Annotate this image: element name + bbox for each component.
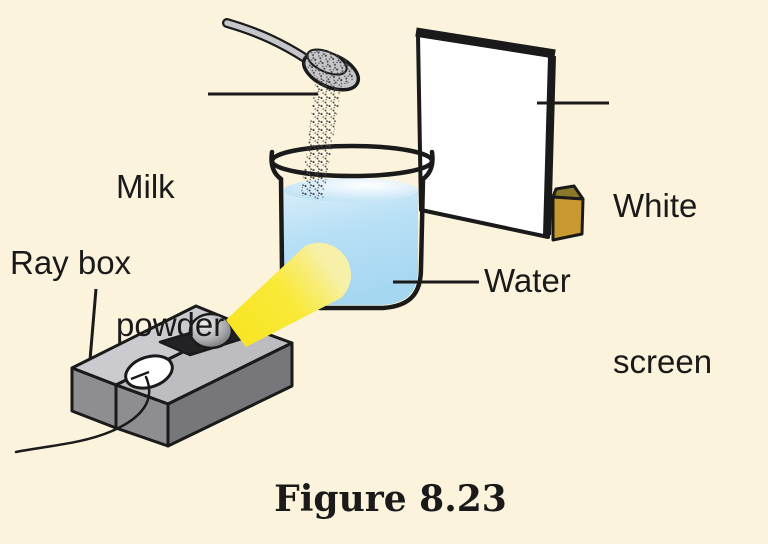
raybox-dial-pointer — [130, 370, 150, 381]
white-screen — [415, 27, 556, 239]
white-screen-label-line1: White — [613, 187, 698, 224]
screen-stand — [551, 184, 585, 242]
spoon-handle — [224, 20, 311, 63]
white-screen-label: White screen — [613, 76, 712, 492]
power-wire — [14, 375, 151, 454]
spoon — [222, 18, 361, 92]
lamp-dome — [188, 312, 234, 350]
leader-lines — [88, 92, 609, 361]
screen-face — [416, 33, 554, 239]
screen-top-edge — [415, 27, 556, 59]
white-screen-label-line2: screen — [613, 343, 713, 380]
screen-right-edge — [543, 55, 556, 236]
water-label: Water — [484, 262, 571, 299]
screen-stand-front — [551, 195, 585, 242]
ray-box-leader-line — [88, 288, 98, 361]
light-beam — [226, 242, 351, 347]
milk-powder-label: Milk powder — [116, 72, 224, 440]
raybox-right-face — [166, 341, 294, 448]
ray-box-label: Ray box — [10, 244, 132, 281]
milk-powder-label-line1: Milk — [116, 168, 175, 205]
beaker-rim — [269, 143, 435, 179]
figure-caption: Figure 8.23 — [274, 478, 507, 520]
beaker-glass-outline — [269, 149, 435, 311]
milk-powder-label-line2: powder — [116, 306, 225, 343]
milk-powder-stream — [301, 78, 342, 200]
powder-mound-texture — [303, 49, 355, 85]
